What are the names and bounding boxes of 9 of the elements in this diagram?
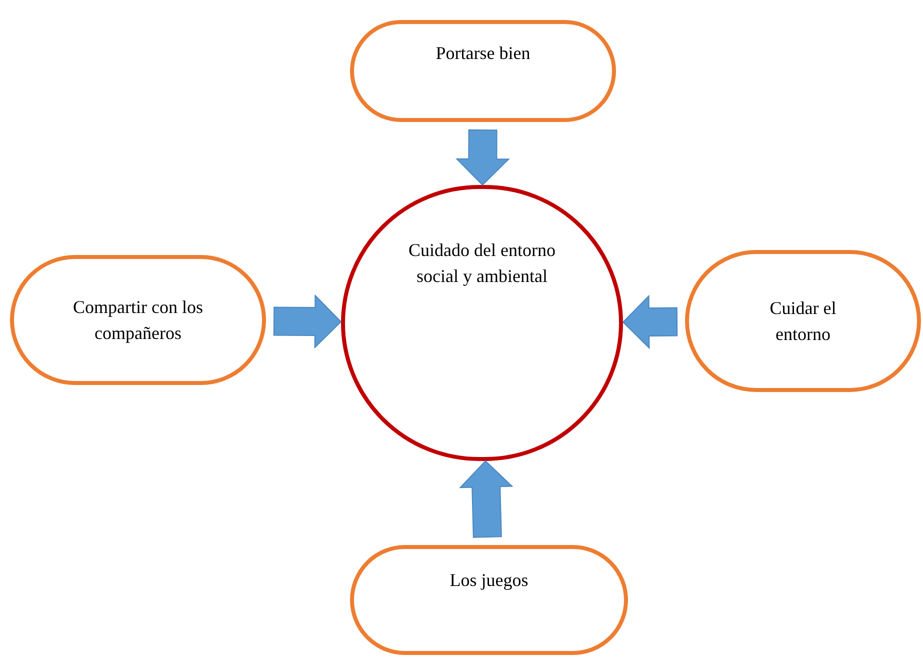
block-arrow bbox=[456, 129, 510, 186]
node-label: Cuidado del entorno social y ambiental bbox=[408, 239, 556, 288]
block-arrow bbox=[622, 294, 678, 350]
block-arrow bbox=[273, 294, 342, 349]
node-label: Compartir con los compañeros bbox=[72, 296, 204, 345]
block-arrow bbox=[459, 460, 514, 538]
node-label: Los juegos bbox=[450, 569, 528, 592]
node-label: Portarse bien bbox=[436, 42, 530, 65]
node-label: Cuidar el entorno bbox=[768, 297, 838, 346]
